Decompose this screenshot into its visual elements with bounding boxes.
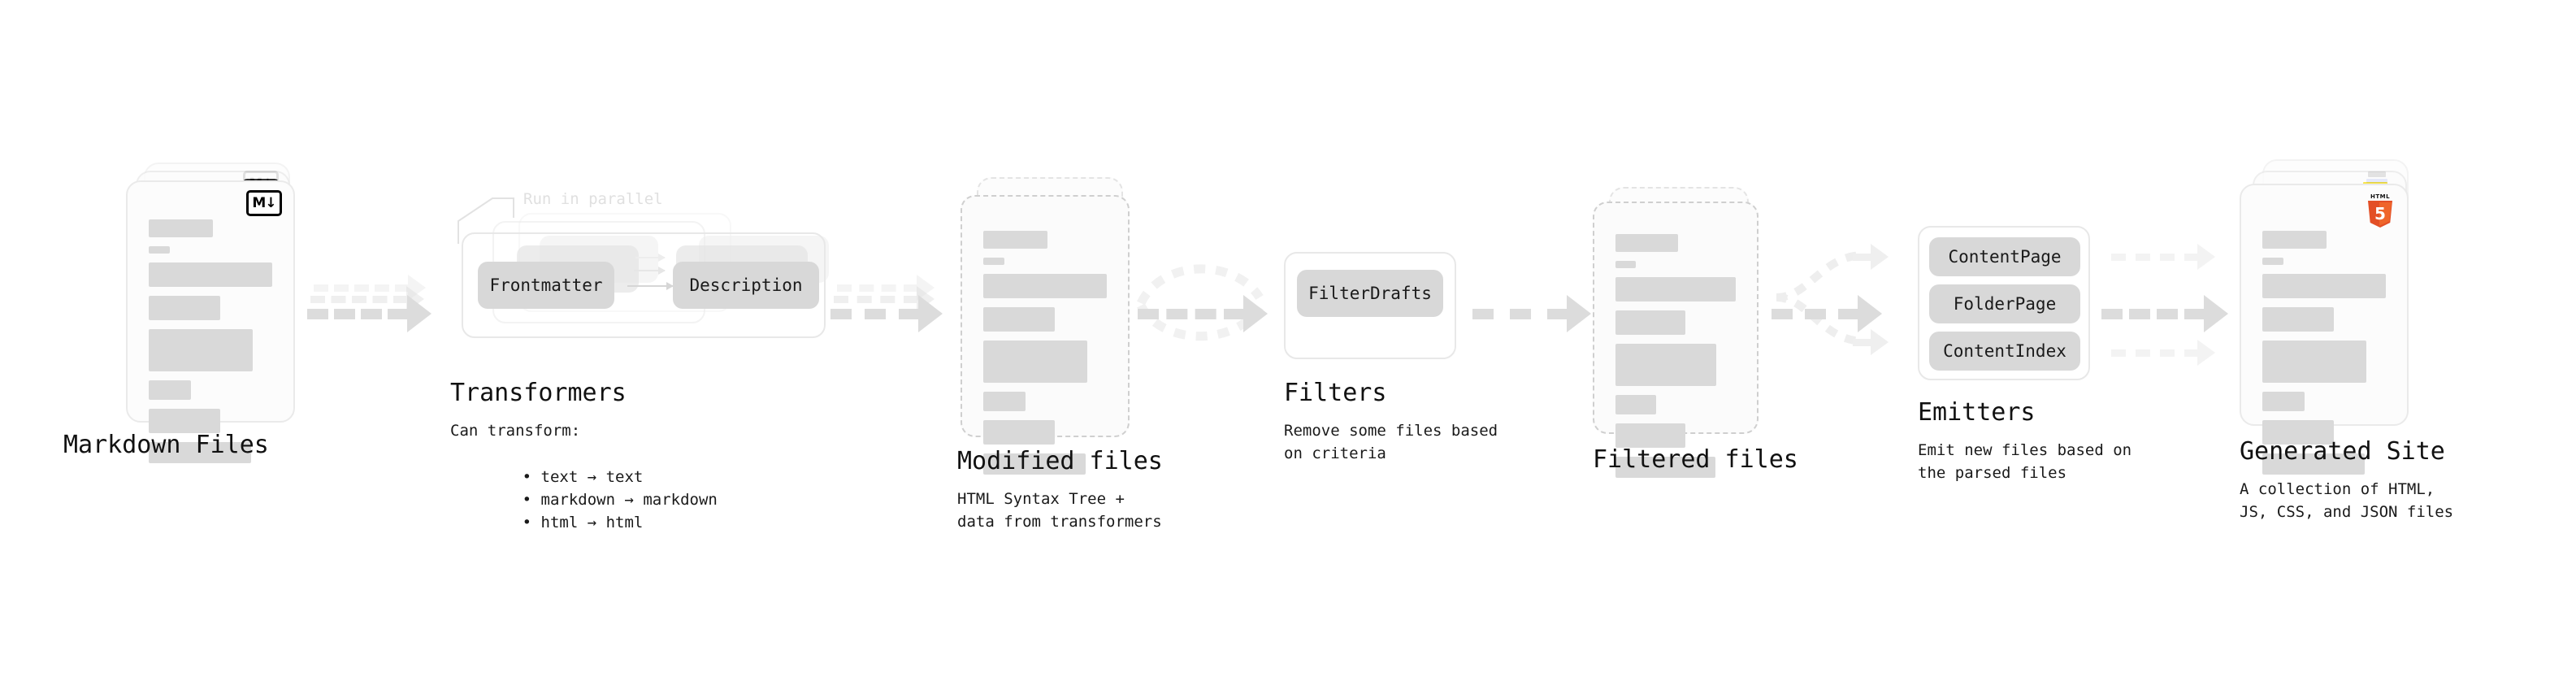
- file-card-front: [961, 195, 1130, 475]
- flow-arrow-6-top: [2111, 244, 2215, 270]
- page-title: Filtered files: [1593, 445, 1798, 474]
- run-in-parallel-leader: [458, 197, 514, 244]
- bullet-dot: •: [522, 467, 541, 486]
- flow-arrow-6-mid: [2101, 295, 2228, 332]
- html5-icon: HTML 5: [2366, 193, 2394, 228]
- flow-arrow-3-loop: [1137, 264, 1264, 341]
- flow-arrow-1: [307, 295, 432, 332]
- transformers-bullet-3: • html → html: [466, 488, 644, 557]
- run-in-parallel-label: Run in parallel: [523, 190, 663, 208]
- page-title: Markdown Files: [63, 431, 269, 459]
- generated-file-stack: HTML 5: [2240, 159, 2426, 475]
- flow-arrow-5-mid: [1772, 295, 1882, 332]
- filters-desc-line-1: Remove some files based: [1284, 422, 1498, 440]
- transformers-bullet-1: • text → text: [466, 442, 644, 512]
- flow-arrow-6-bottom: [2111, 340, 2215, 366]
- flow-arrow-5-bottom: [1853, 329, 1889, 355]
- markdown-icon-label: M↓: [252, 194, 276, 211]
- filters-desc-line-2: on criteria: [1284, 445, 1386, 462]
- flow-arrow-5-fan: [1776, 251, 1865, 345]
- transformers-bullet-2: • markdown → markdown: [466, 465, 718, 535]
- pill-contentpage[interactable]: ContentPage: [1929, 237, 2080, 276]
- modified-desc-line-1: HTML Syntax Tree +: [957, 490, 1125, 508]
- file-card-front: [1593, 202, 1759, 478]
- bullet-text: text → text: [540, 467, 644, 486]
- modified-file-stack: [961, 177, 1139, 475]
- flow-arrow-1-ghost2: [314, 275, 426, 301]
- stage-filtered-files: Filtered files: [1593, 187, 1798, 478]
- flow-arrow-2-ghost2: [837, 275, 935, 301]
- flow-arrow-4: [1472, 295, 1591, 332]
- file-card-front: M↓: [126, 180, 295, 463]
- bullet-text: markdown → markdown: [540, 490, 718, 509]
- transformer-group-front: [462, 232, 826, 338]
- page-title: Filters: [1284, 379, 1387, 407]
- pill-frontmatter[interactable]: Frontmatter: [478, 262, 614, 309]
- page-title: Generated Site: [2240, 437, 2445, 466]
- flow-arrow-2: [830, 295, 943, 332]
- bullet-text: html → html: [540, 513, 644, 531]
- file-content-bars: [1615, 234, 1736, 487]
- file-content-bars: [149, 219, 272, 472]
- stage-generated-site: HTML 5 Generated Sit: [2240, 159, 2453, 521]
- file-card-front: HTML 5: [2240, 184, 2409, 475]
- flow-arrow-5-top: [1853, 244, 1889, 270]
- emitters-group: [1918, 226, 2090, 380]
- markdown-icon: M↓: [246, 190, 282, 216]
- transformers-intro: Can transform:: [450, 422, 581, 440]
- flow-arrow-3: [1138, 295, 1268, 332]
- file-content-bars: [2262, 231, 2386, 484]
- pill-contentindex[interactable]: ContentIndex: [1929, 332, 2080, 371]
- bullet-dot: •: [522, 513, 541, 531]
- filtered-file-stack: [1593, 187, 1772, 478]
- page-title: Emitters: [1918, 398, 2036, 427]
- generated-desc-line-1: A collection of HTML,: [2240, 480, 2435, 498]
- page-title: Modified files: [957, 447, 1163, 475]
- stage-modified-files: Modified files HTML Syntax Tree + data f…: [957, 177, 1163, 531]
- page-title: Transformers: [450, 379, 627, 407]
- emitters-desc-line-2: the parsed files: [1918, 464, 2067, 482]
- pill-description[interactable]: Description: [673, 262, 819, 309]
- bullet-dot: •: [522, 490, 541, 509]
- file-content-bars: [983, 231, 1107, 484]
- pill-folderpage[interactable]: FolderPage: [1929, 284, 2080, 323]
- emitters-desc-line-1: Emit new files based on: [1918, 441, 2132, 459]
- filters-group: [1284, 252, 1456, 359]
- html5-icon-digit: 5: [2374, 204, 2386, 223]
- pill-filterdrafts[interactable]: FilterDrafts: [1297, 270, 1443, 317]
- markdown-file-stack: M↓ M↓ M↓: [126, 163, 305, 463]
- stage-markdown-files: M↓ M↓ M↓: [63, 163, 305, 463]
- generated-desc-line-2: JS, CSS, and JSON files: [2240, 503, 2454, 521]
- modified-desc-line-2: data from transformers: [957, 513, 1162, 531]
- html5-icon-word: HTML: [2370, 193, 2391, 200]
